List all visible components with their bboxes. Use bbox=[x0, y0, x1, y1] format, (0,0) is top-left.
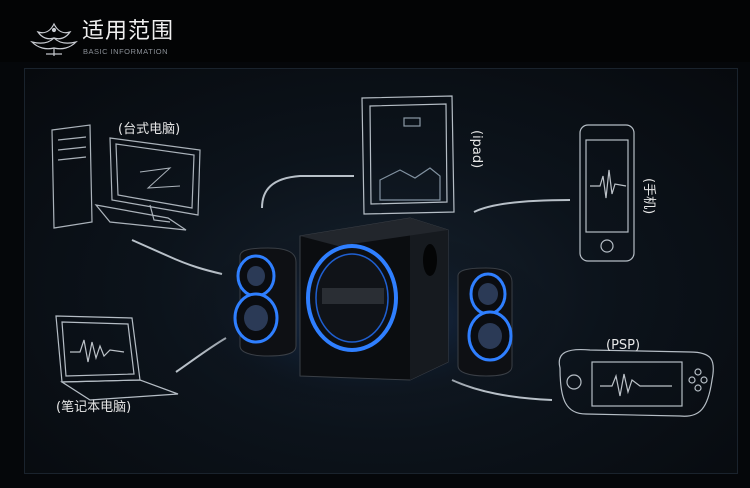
label-phone: (手机) bbox=[641, 178, 656, 215]
audio-cable-icon bbox=[131, 239, 223, 275]
tablet-icon bbox=[361, 95, 455, 215]
psp-console-icon bbox=[558, 348, 714, 417]
desktop-computer-icon bbox=[51, 124, 201, 231]
ornament-icon bbox=[30, 22, 78, 56]
laptop-icon bbox=[55, 315, 179, 401]
page-subtitle: BASIC INFORMATION bbox=[83, 47, 169, 56]
header-bar: 适用范围 BASIC INFORMATION bbox=[0, 0, 750, 62]
label-laptop: (笔记本电脑) bbox=[56, 400, 132, 415]
label-psp: (PSP) bbox=[606, 338, 641, 353]
speaker-system-icon bbox=[180, 217, 560, 410]
smartphone-icon bbox=[579, 124, 635, 262]
label-ipad: (ipad) bbox=[469, 130, 484, 169]
page-title: 适用范围 bbox=[82, 19, 175, 44]
label-desktop: (台式电脑) bbox=[118, 122, 181, 137]
